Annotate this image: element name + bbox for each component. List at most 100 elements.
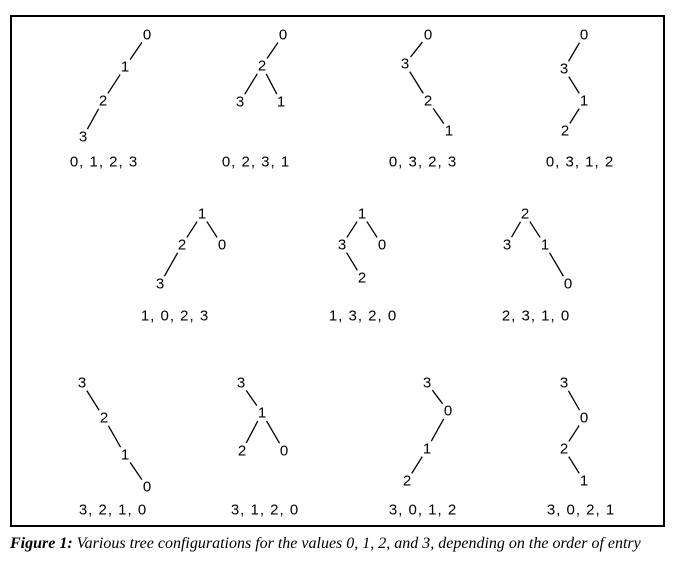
tree-2: 02 3 1 0, 2, 3, 1 <box>222 27 290 171</box>
entry-order-label: 0, 2, 3, 1 <box>222 154 290 171</box>
tree-node: 2 <box>100 410 108 427</box>
tree-node: 1 <box>358 206 366 223</box>
figure-caption: Figure 1: Various tree configurations fo… <box>10 535 680 553</box>
tree-node: 0 <box>143 479 151 496</box>
tree-edge <box>86 390 100 411</box>
tree-edge <box>265 420 281 444</box>
entry-order-label: 3, 1, 2, 0 <box>231 502 299 519</box>
tree-edge <box>244 73 258 95</box>
tree-1: 012 3 0, 1, 2, 3 <box>70 27 151 171</box>
tree-edge <box>346 252 358 271</box>
tree-node: 1 <box>541 237 549 254</box>
tree-node: 3 <box>560 61 568 78</box>
tree-edge <box>410 41 423 58</box>
entry-order-label: 1, 0, 2, 3 <box>141 308 209 325</box>
tree-edge <box>549 252 564 277</box>
tree-node: 3 <box>78 375 86 392</box>
entry-order-label: 3, 2, 1, 0 <box>79 502 147 519</box>
tree-edge <box>568 76 580 94</box>
tree-edge <box>432 108 445 124</box>
tree-edge <box>206 221 218 238</box>
tree-node: 1 <box>277 94 285 111</box>
tree-edge <box>129 462 143 480</box>
tree-node: 2 <box>258 58 266 75</box>
entry-order-label: 1, 3, 2, 0 <box>329 308 397 325</box>
tree-node: 3 <box>237 375 245 392</box>
figure-frame <box>10 15 665 527</box>
tree-node: 2 <box>424 93 432 110</box>
tree-edge <box>568 456 580 474</box>
tree-node: 3 <box>79 129 87 146</box>
tree-edge <box>186 221 198 238</box>
tree-edge <box>568 425 580 442</box>
tree-node: 2 <box>358 270 366 287</box>
tree-edge <box>411 456 423 474</box>
tree-node: 0 <box>143 27 151 44</box>
tree-node: 3 <box>423 375 431 392</box>
caption-text: Various tree configurations for the valu… <box>76 535 641 552</box>
tree-node: 3 <box>156 276 164 293</box>
tree-node: 3 <box>236 94 244 111</box>
tree-11: 3 021 3, 0, 2, 1 <box>547 375 615 519</box>
tree-node: 2 <box>178 237 186 254</box>
tree-edge <box>346 221 358 238</box>
entry-order-label: 0, 1, 2, 3 <box>70 154 138 171</box>
tree-node: 2 <box>561 123 569 140</box>
tree-node: 1 <box>121 59 129 76</box>
tree-edge <box>366 221 378 238</box>
tree-node: 3 <box>503 237 511 254</box>
tree-edge <box>529 221 541 238</box>
tree-node: 2 <box>560 441 568 458</box>
tree-node: 0 <box>279 27 287 44</box>
tree-edge <box>265 73 278 95</box>
tree-node: 0 <box>424 27 432 44</box>
tree-node: 0 <box>564 276 572 293</box>
entry-order-label: 0, 3, 1, 2 <box>546 154 614 171</box>
tree-node: 1 <box>580 93 588 110</box>
tree-edge <box>107 74 121 94</box>
tree-edge <box>510 221 522 238</box>
tree-edge <box>431 389 444 405</box>
entry-order-label: 0, 3, 2, 3 <box>389 154 457 171</box>
tree-node: 2 <box>238 443 246 460</box>
entry-order-label: 3, 0, 2, 1 <box>547 502 615 519</box>
tree-5: 12 0 3 1, 0, 2, 3 <box>141 206 226 325</box>
tree-node: 1 <box>445 123 453 140</box>
tree-node: 1 <box>258 405 266 422</box>
tree-edge <box>266 42 279 59</box>
tree-edge <box>409 71 424 94</box>
tree-node: 2 <box>521 206 529 223</box>
tree-node: 1 <box>121 447 129 464</box>
tree-node: 3 <box>338 237 346 254</box>
tree-node: 1 <box>423 441 431 458</box>
tree-node: 1 <box>198 206 206 223</box>
tree-node: 0 <box>218 237 226 254</box>
tree-edge <box>163 252 179 277</box>
tree-node: 2 <box>99 93 107 110</box>
tree-node: 3 <box>560 375 568 392</box>
tree-edge <box>245 390 258 406</box>
tree-node: 3 <box>401 56 409 73</box>
tree-node: 0 <box>580 410 588 427</box>
tree-8: 3 2 10 3, 2, 1, 0 <box>78 375 151 519</box>
tree-edge <box>129 42 143 60</box>
tree-node: 0 <box>444 403 452 420</box>
tree-edge <box>568 42 580 62</box>
tree-node: 0 <box>580 27 588 44</box>
tree-edge <box>430 418 445 442</box>
tree-node: 1 <box>580 473 588 490</box>
tree-edge <box>107 425 122 448</box>
entry-order-label: 3, 0, 1, 2 <box>389 502 457 519</box>
tree-10: 30 12 3, 0, 1, 2 <box>389 375 457 519</box>
tree-edge <box>86 108 100 130</box>
caption-lead: Figure 1: <box>10 535 73 552</box>
tree-edge <box>567 390 581 411</box>
tree-3: 03 21 0, 3, 2, 3 <box>389 27 457 171</box>
tree-edge <box>569 108 580 124</box>
tree-node: 2 <box>403 473 411 490</box>
